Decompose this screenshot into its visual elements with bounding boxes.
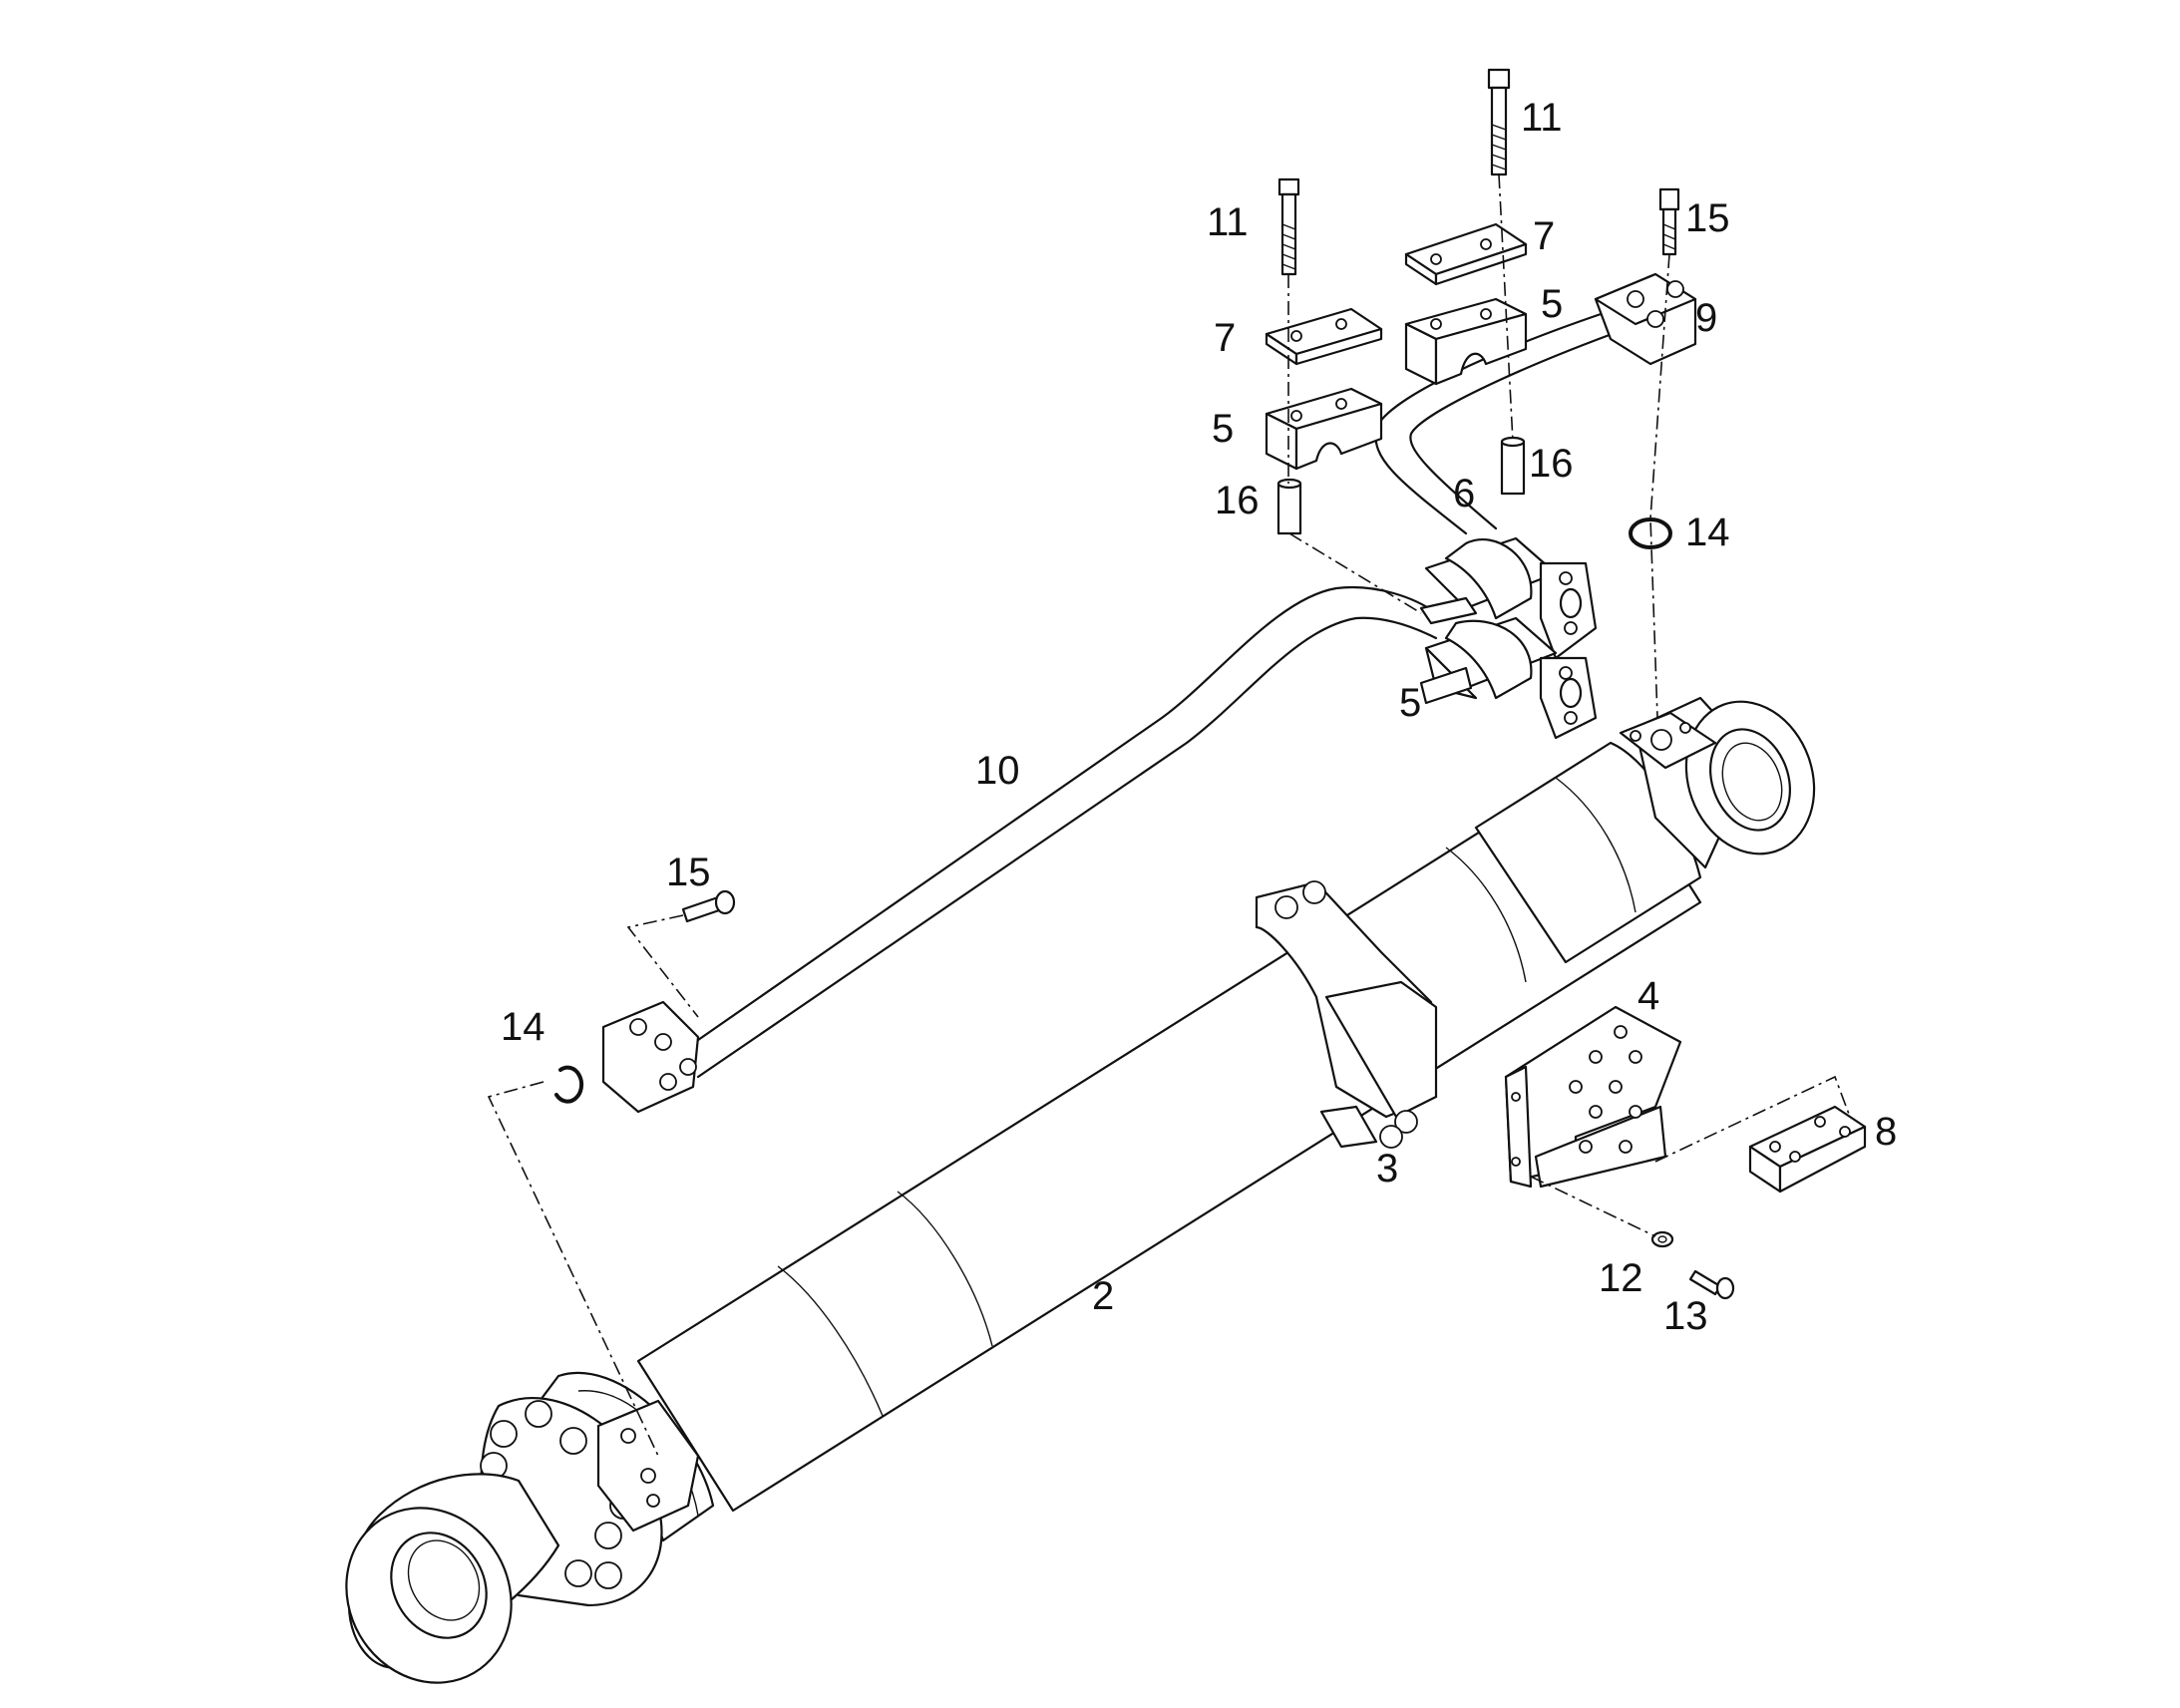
callout-13: 13 bbox=[1663, 1294, 1708, 1338]
callout-5: 5 bbox=[1541, 282, 1563, 326]
callout-15: 15 bbox=[1685, 196, 1730, 240]
hydraulic-cylinder[interactable] bbox=[315, 683, 1835, 1708]
clamp-half-left[interactable] bbox=[1265, 387, 1383, 471]
clamp-half-lower[interactable] bbox=[1419, 596, 1478, 705]
callout-11: 11 bbox=[1521, 96, 1563, 140]
long-bolt-left[interactable] bbox=[1277, 177, 1300, 276]
plate-right[interactable] bbox=[1404, 222, 1528, 286]
cap-screw-lower[interactable] bbox=[681, 889, 736, 923]
long-bolt-right[interactable] bbox=[1487, 68, 1511, 176]
callout-14: 14 bbox=[501, 1005, 545, 1049]
callout-9: 9 bbox=[1695, 296, 1717, 340]
cap-screw-upper[interactable] bbox=[1658, 187, 1680, 256]
callout-5: 5 bbox=[1399, 681, 1421, 725]
callout-8: 8 bbox=[1875, 1110, 1897, 1154]
assembly-lines bbox=[487, 173, 1851, 1457]
callout-7: 7 bbox=[1533, 214, 1555, 258]
callout-15: 15 bbox=[666, 851, 711, 894]
callout-12: 12 bbox=[1599, 1256, 1643, 1300]
callout-16: 16 bbox=[1529, 442, 1574, 486]
callout-14: 14 bbox=[1685, 511, 1730, 554]
bolt-small[interactable] bbox=[1688, 1269, 1735, 1300]
callout-11: 11 bbox=[1207, 200, 1249, 244]
callout-10: 10 bbox=[975, 749, 1020, 793]
callout-2: 2 bbox=[1092, 1274, 1114, 1318]
port-flange-upper[interactable] bbox=[1424, 536, 1598, 660]
plate-left[interactable] bbox=[1265, 307, 1383, 366]
sleeve-right[interactable] bbox=[1500, 436, 1526, 496]
callout-7: 7 bbox=[1214, 316, 1236, 360]
callout-labels: 2 3 4 5 5 5 6 7 7 8 9 10 11 11 12 13 14 … bbox=[501, 96, 1897, 1338]
washer[interactable] bbox=[1650, 1230, 1674, 1248]
spacer-plate[interactable] bbox=[1748, 1105, 1867, 1194]
callout-3: 3 bbox=[1376, 1147, 1398, 1191]
clamp-half-right[interactable] bbox=[1404, 297, 1528, 386]
o-ring-lower[interactable] bbox=[554, 1065, 584, 1104]
callout-5: 5 bbox=[1212, 407, 1234, 451]
callout-6: 6 bbox=[1453, 472, 1475, 515]
callout-16: 16 bbox=[1215, 479, 1260, 522]
mounting-bracket[interactable] bbox=[1504, 1005, 1682, 1189]
cylinder-clamp[interactable] bbox=[1255, 880, 1438, 1149]
sleeve-left[interactable] bbox=[1276, 478, 1302, 535]
callout-4: 4 bbox=[1637, 974, 1659, 1018]
hydraulic-pipe[interactable] bbox=[601, 272, 1697, 1114]
